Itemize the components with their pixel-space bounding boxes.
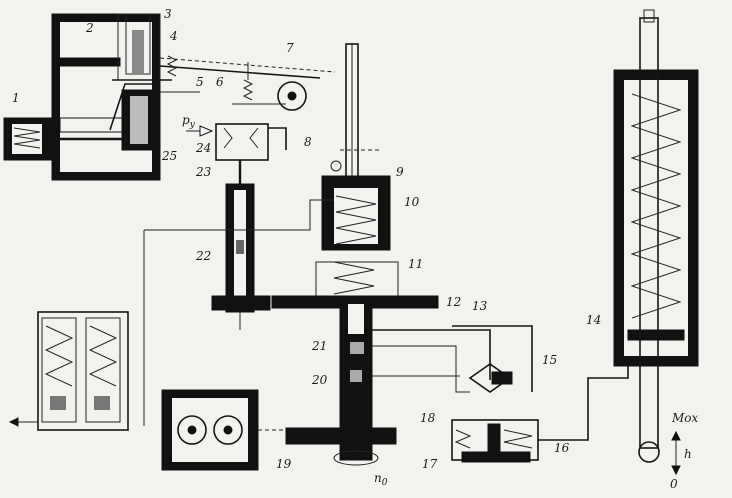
label-24: 24 — [195, 141, 211, 155]
label-12: 12 — [446, 295, 461, 309]
label-11: 11 — [408, 257, 423, 271]
valve-15 — [452, 325, 533, 393]
label-3: 3 — [164, 7, 172, 21]
spool-column-3-4 — [109, 13, 200, 151]
gear-pump-19 — [161, 389, 286, 471]
label-15: 15 — [542, 353, 557, 367]
label-n0: n0 — [374, 471, 388, 488]
spring-tank — [8, 311, 129, 431]
servo-column-22 — [211, 183, 271, 330]
label-zero: 0 — [670, 477, 678, 491]
label-5: 5 — [196, 75, 204, 89]
label-8: 8 — [304, 135, 312, 149]
actuator-14 — [613, 9, 699, 476]
label-20: 20 — [311, 373, 328, 387]
label-18: 18 — [420, 411, 436, 425]
label-19: 19 — [276, 457, 292, 471]
label-9: 9 — [396, 165, 404, 179]
label-6: 6 — [216, 75, 224, 89]
label-22: 22 — [195, 249, 211, 263]
label-py: py — [182, 113, 196, 130]
spring-capsule-1 — [3, 117, 130, 161]
label-1: 1 — [12, 91, 20, 105]
label-7: 7 — [286, 41, 294, 55]
label-14: 14 — [586, 313, 601, 327]
label-2: 2 — [85, 21, 94, 35]
label-21: 21 — [311, 339, 327, 353]
pilot-diaphragm-24 — [186, 123, 287, 184]
label-23: 23 — [195, 165, 212, 179]
main-shaft — [271, 295, 439, 466]
label-10: 10 — [404, 195, 420, 209]
label-mox: Mох — [671, 411, 699, 425]
label-h: h — [684, 447, 692, 461]
label-16: 16 — [554, 441, 570, 455]
lever-7-and-springs — [159, 55, 336, 111]
label-13: 13 — [472, 299, 488, 313]
central-governor-assembly — [315, 43, 399, 301]
spring-pack-16-17-18 — [451, 366, 629, 463]
label-17: 17 — [422, 457, 438, 471]
label-4: 4 — [169, 29, 178, 43]
label-25: 25 — [161, 149, 177, 163]
